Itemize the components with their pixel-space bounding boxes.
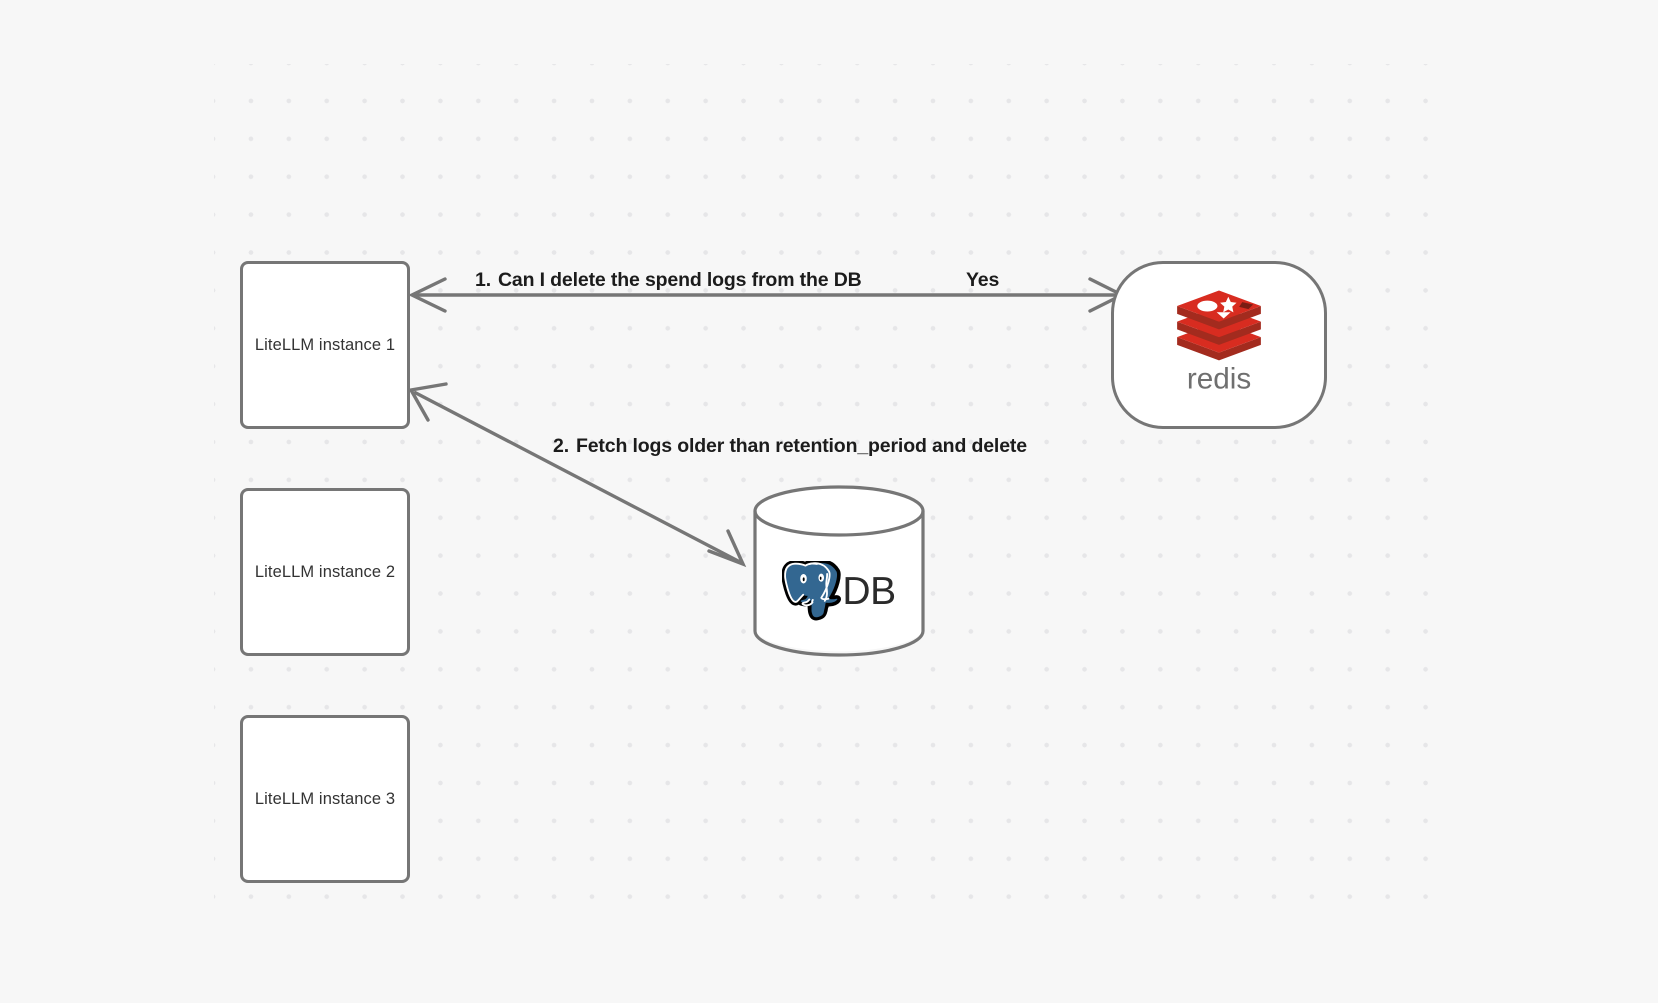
edge-2-line [413, 390, 741, 564]
edge-1-arrowhead-left [408, 277, 447, 313]
node-litellm-instance-3[interactable]: LiteLLM instance 3 [240, 715, 410, 883]
edge-2-arrowhead-end [707, 529, 747, 568]
edge-1-label-number: 1. [475, 269, 491, 291]
node-litellm-instance-1[interactable]: LiteLLM instance 1 [240, 261, 410, 429]
edge-1-label: 1. Can I delete the spend logs from the D… [475, 269, 862, 292]
svg-text:redis: redis [1187, 362, 1251, 395]
edge-2-connector[interactable] [408, 382, 747, 568]
node-litellm-instance-1-label: LiteLLM instance 1 [254, 335, 396, 354]
node-litellm-instance-2[interactable]: LiteLLM instance 2 [240, 488, 410, 656]
node-litellm-instance-3-label: LiteLLM instance 3 [254, 789, 396, 808]
edge-2-label-text: Fetch logs older than retention_period a… [575, 435, 1027, 457]
node-litellm-instance-2-label: LiteLLM instance 2 [254, 562, 396, 581]
edge-2-label: 2. Fetch logs older than retention_period… [553, 435, 1027, 458]
postgresql-elephant-icon [782, 561, 844, 623]
redis-logo-icon [1171, 289, 1267, 365]
db-node-label: DB [842, 570, 896, 613]
edge-2-arrowhead-start [408, 382, 448, 422]
edge-1-reply-label: Yes [966, 269, 1000, 291]
redis-wordmark: redis [1164, 361, 1274, 402]
node-database[interactable]: DB [753, 488, 925, 654]
node-redis[interactable]: redis [1111, 261, 1327, 429]
edge-2-label-number: 2. [553, 435, 569, 457]
edge-1-label-text: Can I delete the spend logs from the DB [497, 269, 862, 291]
